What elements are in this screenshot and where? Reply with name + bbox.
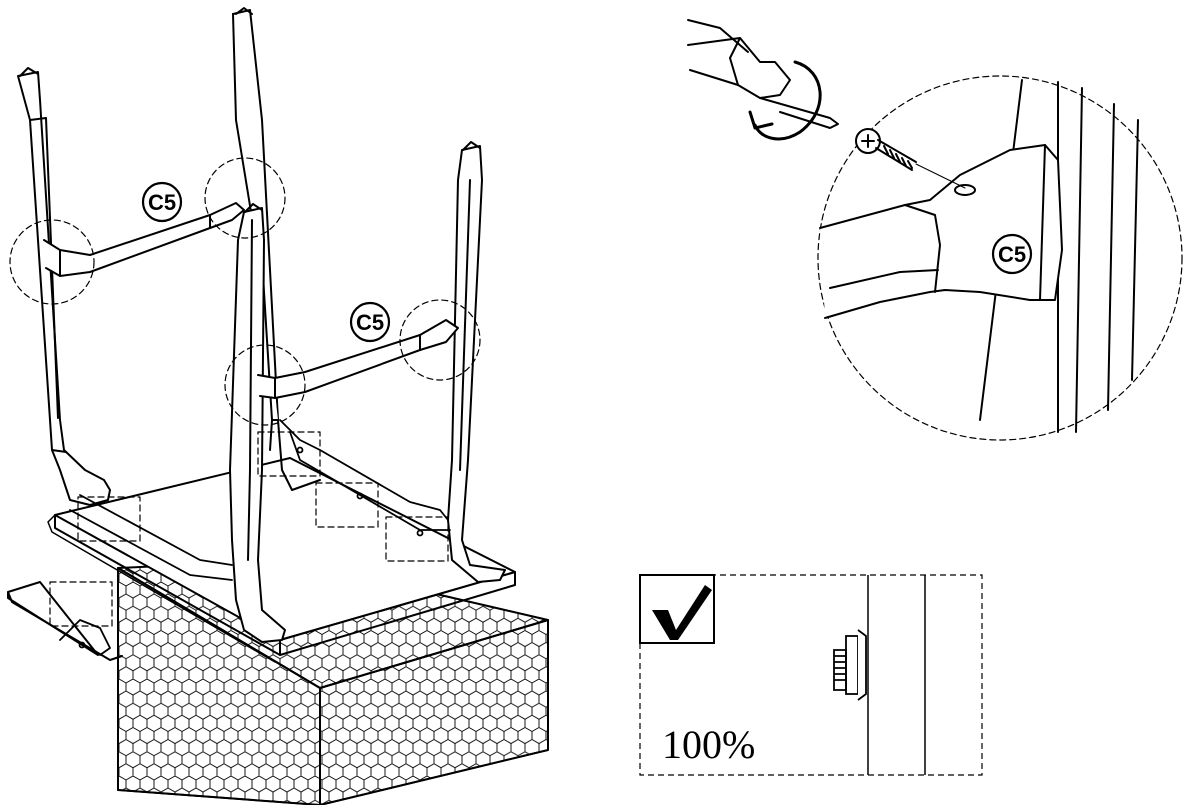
scale-box bbox=[639, 574, 983, 776]
svg-text:C5: C5 bbox=[148, 190, 176, 215]
part-label-c5-zoom: C5 bbox=[991, 233, 1033, 275]
check-mark-icon bbox=[639, 574, 715, 644]
zoom-detail bbox=[687, 19, 1183, 441]
scale-text: 100% bbox=[662, 722, 755, 767]
seat-rails bbox=[59, 419, 451, 656]
rotation-arrow bbox=[748, 60, 822, 141]
svg-text:C5: C5 bbox=[998, 242, 1026, 267]
part-label-c5-right: C5 bbox=[349, 301, 391, 343]
crossbar-left bbox=[43, 202, 245, 277]
screw bbox=[855, 128, 966, 189]
part-label-c5-left: C5 bbox=[141, 181, 183, 223]
zoom-crossbar bbox=[819, 144, 1063, 319]
leg-right bbox=[447, 141, 506, 583]
seat-underside bbox=[7, 457, 516, 663]
detail-boxes bbox=[49, 431, 449, 627]
leg-front-left bbox=[17, 67, 111, 506]
leg-front-center bbox=[229, 203, 286, 643]
crossbar-right bbox=[257, 319, 459, 399]
screwdriver bbox=[687, 19, 839, 129]
joint-highlight-circles bbox=[9, 157, 481, 426]
screw-actual-size bbox=[833, 629, 867, 701]
svg-text:C5: C5 bbox=[356, 310, 384, 335]
stool-assembly bbox=[7, 7, 549, 806]
